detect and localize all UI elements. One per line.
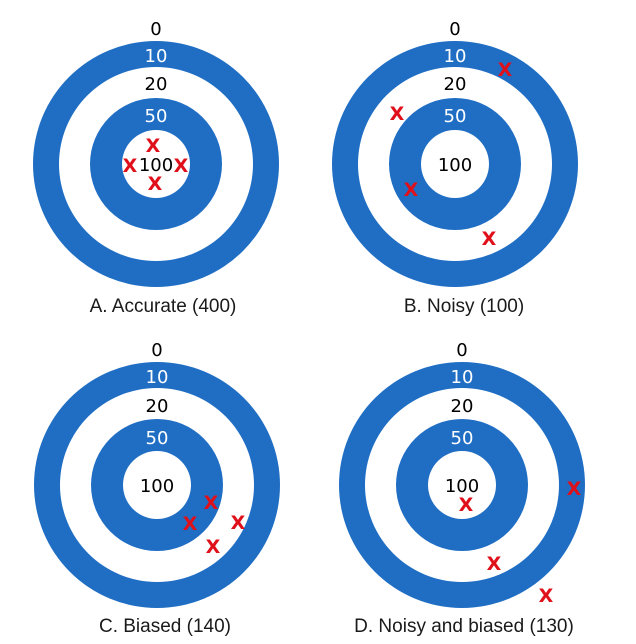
label-10: 10	[451, 367, 474, 388]
hit-mark: X	[404, 179, 419, 201]
target-c: 0 10 20 50 100 X X X X C. Biased (140)	[34, 340, 280, 637]
hit-mark: X	[146, 135, 161, 157]
hit-mark: X	[498, 59, 513, 81]
label-100: 100	[438, 155, 472, 176]
bullseye	[428, 451, 496, 519]
hit-mark: X	[459, 494, 474, 516]
target-caption: D. Noisy and biased (130)	[354, 616, 574, 637]
target-b: 0 10 20 50 100 X X X X B. Noisy (100)	[332, 19, 578, 317]
label-20: 20	[146, 396, 169, 417]
label-0: 0	[456, 340, 467, 361]
bullseye	[421, 130, 489, 198]
label-0: 0	[150, 19, 161, 40]
target-caption: C. Biased (140)	[99, 616, 231, 637]
label-100: 100	[445, 476, 479, 497]
label-10: 10	[145, 46, 168, 67]
hit-mark: X	[390, 103, 405, 125]
label-20: 20	[444, 74, 467, 95]
hit-mark: X	[174, 155, 189, 177]
hit-mark: X	[487, 553, 502, 575]
hit-mark: X	[482, 228, 497, 250]
hit-mark: X	[204, 492, 219, 514]
label-20: 20	[145, 74, 168, 95]
label-50: 50	[145, 106, 168, 127]
label-100: 100	[139, 155, 173, 176]
label-10: 10	[444, 46, 467, 67]
hit-mark: X	[148, 173, 163, 195]
target-caption: B. Noisy (100)	[404, 296, 524, 317]
hit-mark: X	[206, 536, 221, 558]
target-a: 0 10 20 50 100 X X X X A. Accurate (400)	[33, 19, 279, 317]
hit-mark: X	[183, 513, 198, 535]
label-50: 50	[451, 428, 474, 449]
hit-mark: X	[567, 478, 582, 500]
label-0: 0	[449, 19, 460, 40]
label-50: 50	[146, 428, 169, 449]
label-20: 20	[451, 396, 474, 417]
bullseye	[122, 130, 190, 198]
label-50: 50	[444, 106, 467, 127]
label-100: 100	[140, 476, 174, 497]
label-0: 0	[151, 340, 162, 361]
label-10: 10	[146, 367, 169, 388]
target-caption: A. Accurate (400)	[90, 296, 237, 317]
bullseye	[123, 451, 191, 519]
hit-mark: X	[539, 585, 554, 607]
hit-mark: X	[123, 155, 138, 177]
hit-mark: X	[231, 512, 246, 534]
target-d: 0 10 20 50 100 X X X X D. Noisy and bias…	[339, 340, 585, 637]
